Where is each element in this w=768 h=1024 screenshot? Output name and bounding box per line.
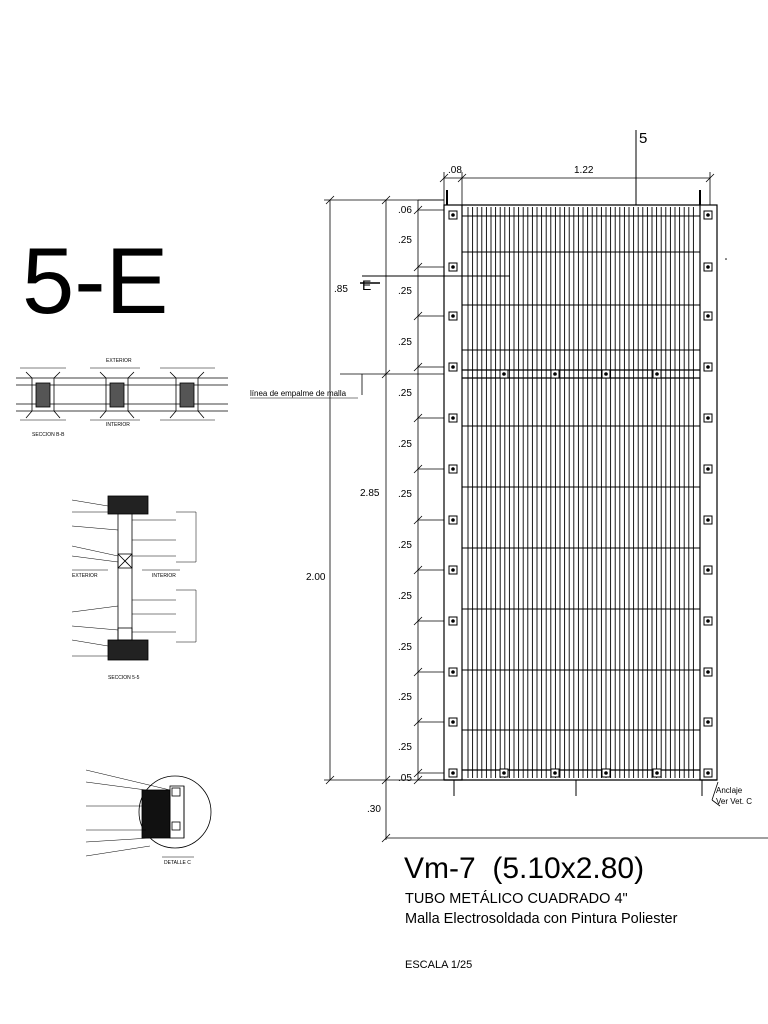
bolt-icon (703, 768, 713, 778)
anchor-note-1: Anclaje (716, 786, 743, 795)
section-b-detail (16, 367, 228, 421)
bolt-icon (550, 768, 560, 778)
spacing-label: .25 (398, 388, 412, 399)
dim-upper-height: .85 (334, 284, 348, 295)
spacing-label: .06 (398, 205, 412, 216)
bolt-icon (499, 768, 509, 778)
dim-top-width: 1.22 (574, 165, 594, 176)
spacing-label: .25 (398, 642, 412, 653)
bolt-icon (601, 369, 611, 379)
drawing-scale: ESCALA 1/25 (405, 959, 472, 971)
bolt-icon (703, 262, 713, 272)
spacing-label: .25 (398, 540, 412, 551)
drawing-subtitle-2: Malla Electrosoldada con Pintura Poliest… (405, 911, 678, 927)
section-b-interior-label: INTERIOR (106, 422, 130, 428)
elevation-e-marker: E (362, 277, 371, 293)
bolt-icon (652, 369, 662, 379)
stray-dot (725, 258, 727, 260)
spacing-label: .05 (398, 773, 412, 784)
bolt-icon (703, 362, 713, 372)
detail-c (85, 769, 212, 858)
dim-top-left: .08 (448, 165, 462, 176)
splice-note: línea de empalme de malla (250, 389, 347, 398)
spacing-label: .25 (398, 591, 412, 602)
spacing-label: .25 (398, 489, 412, 500)
bolt-icon (703, 717, 713, 727)
bolt-icon (703, 311, 713, 321)
spacing-label: .25 (398, 742, 412, 753)
spacing-label: .25 (398, 692, 412, 703)
bolt-icon (448, 717, 458, 727)
anchor-note-2: Ver Vet. C (716, 797, 752, 806)
anchor-bolts (448, 210, 713, 778)
bolt-icon (703, 464, 713, 474)
bolt-icon (448, 768, 458, 778)
bolt-icon (448, 210, 458, 220)
bolt-icon (703, 565, 713, 575)
bolt-icon (652, 768, 662, 778)
spacing-ticks (413, 205, 444, 785)
bolt-icon (448, 515, 458, 525)
bolt-icon (499, 369, 509, 379)
bolt-icon (703, 667, 713, 677)
bolt-icon (703, 616, 713, 626)
bolt-icon (448, 616, 458, 626)
section-5-marker: 5 (639, 130, 647, 147)
section-5-exterior-label: EXTERIOR (72, 573, 98, 579)
drawing-title: Vm-7 (5.10x2.80) (404, 852, 644, 885)
bolt-icon (448, 667, 458, 677)
spacing-label: .25 (398, 235, 412, 246)
section-b-exterior-label: EXTERIOR (106, 358, 132, 364)
bolt-icon (601, 768, 611, 778)
spacing-label: .25 (398, 337, 412, 348)
bolt-icon (448, 311, 458, 321)
detail-c-title: DETALLE C (164, 860, 191, 866)
bolt-icon (448, 565, 458, 575)
dim-bottom-offset: .30 (367, 804, 381, 815)
bolt-icon (448, 362, 458, 372)
section-b-title: SECCION B-B (32, 432, 65, 438)
bolt-icon (703, 210, 713, 220)
spacing-label: .25 (398, 286, 412, 297)
dim-lower-height: 2.85 (360, 488, 380, 499)
spacing-labels: .06 .25 .25 .25 .25 .25 .25 .25 .25 .25 .25 .25 .05 (398, 205, 412, 784)
bolt-icon (448, 464, 458, 474)
sheet-label: 5-E (22, 228, 168, 333)
dimension-lines (324, 130, 768, 843)
elevation-frame (443, 190, 718, 796)
mesh-horizontal-bars (462, 215, 700, 731)
section-5-detail (71, 495, 197, 661)
section-5-interior-label: INTERIOR (152, 573, 176, 579)
bolt-icon (448, 262, 458, 272)
bolt-icon (448, 413, 458, 423)
section-5-title: SECCION 5-5 (108, 675, 140, 681)
spacing-label: .25 (398, 439, 412, 450)
bolt-icon (550, 369, 560, 379)
bolt-icon (703, 515, 713, 525)
mesh-vertical-bars (467, 207, 694, 778)
drawing-subtitle-1: TUBO METÁLICO CUADRADO 4" (405, 890, 628, 907)
bolt-icon (703, 413, 713, 423)
dim-total-height: 2.00 (306, 572, 326, 583)
